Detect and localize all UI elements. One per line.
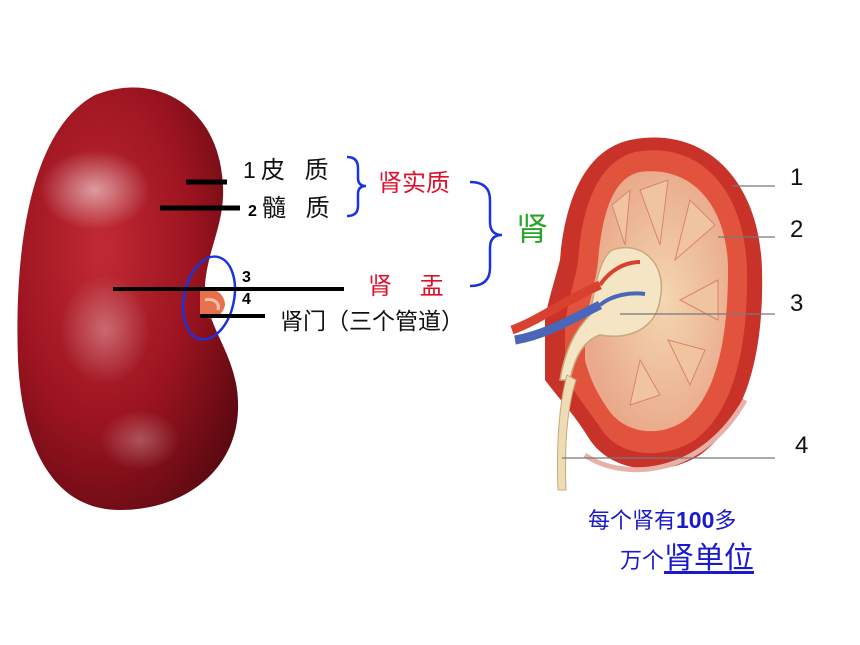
note-line1-part-a: 每个肾有 — [588, 509, 677, 534]
large-brace — [469, 180, 503, 288]
right-label-1: 1 — [790, 164, 804, 191]
note-line1-part-b: 多 — [714, 509, 737, 534]
right-label-3: 3 — [790, 290, 804, 317]
right-label-2: 2 — [790, 216, 804, 243]
cortex-label: 1 皮 质 — [243, 158, 335, 182]
cortex-text: 皮 质 — [260, 156, 335, 184]
number-4-label: 4 — [242, 291, 251, 308]
renal-pelvis-label: 肾 盂 — [368, 272, 454, 300]
kidney-label: 肾 — [516, 210, 549, 248]
hilum-circle — [181, 255, 237, 341]
note-line1-number: 100 — [676, 507, 715, 533]
number-3-label: 3 — [242, 269, 251, 286]
small-brace — [346, 155, 367, 218]
nephron-term: 肾单位 — [664, 541, 755, 576]
note-line2-part-a: 万个 — [620, 549, 665, 574]
nephron-note-line2: 万个肾单位 — [620, 544, 754, 574]
cortex-number: 1 — [243, 157, 256, 183]
medulla-text: 髓 质 — [262, 194, 336, 222]
medulla-label: 2 髓 质 — [248, 196, 336, 220]
kidney-external-image — [17, 87, 239, 511]
right-label-4: 4 — [795, 432, 809, 459]
renal-parenchyma-label: 肾实质 — [378, 169, 450, 197]
medulla-number: 2 — [248, 203, 257, 220]
nephron-note-line1: 每个肾有100多 — [588, 509, 736, 533]
kidney-cross-section-image — [510, 137, 763, 491]
renal-hilum-label: 肾门（三个管道） — [280, 309, 464, 335]
